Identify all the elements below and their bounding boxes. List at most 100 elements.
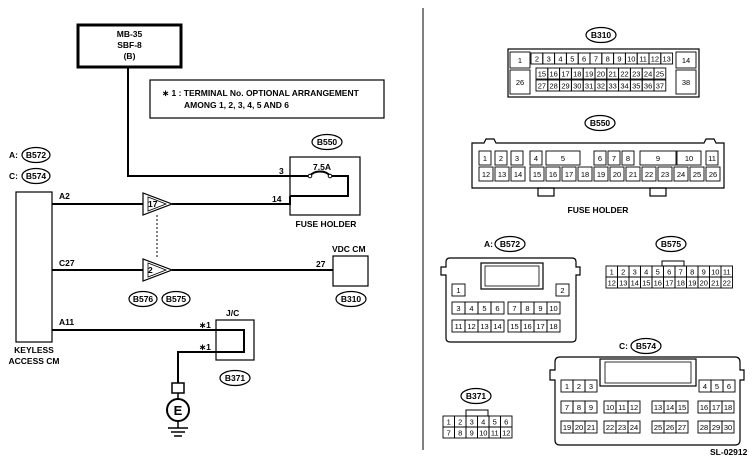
b371-pin-2: 2 <box>458 418 462 427</box>
b371-pin-9: 9 <box>470 429 474 438</box>
b550-pin-7-cell <box>607 150 621 166</box>
jc-bus <box>216 329 245 353</box>
b310-pin-26: 26 <box>516 78 524 87</box>
b550-label: FUSE HOLDER <box>568 205 629 215</box>
b550-pin-21-cell <box>625 166 641 182</box>
b550-pin-9-cell <box>639 150 677 166</box>
b572-pin-18: 18 <box>549 322 557 331</box>
fuse-pin-in: 3 <box>279 166 284 176</box>
b574-pin-14: 14 <box>666 403 674 412</box>
b572-pin-17: 17 <box>536 322 544 331</box>
b574-pin-5: 5 <box>715 382 719 391</box>
b572-pin-6: 6 <box>495 304 499 313</box>
b550-pin-2: 2 <box>499 154 503 163</box>
b574-pin-30-cell <box>721 420 735 434</box>
b310-pin-33: 33 <box>609 82 617 91</box>
b371-key <box>465 409 489 417</box>
b550-pin-20: 20 <box>613 170 621 179</box>
b572-pin-18-cell <box>546 319 561 333</box>
b550-pin-9: 9 <box>656 154 660 163</box>
b575-key <box>661 260 685 267</box>
b574-pin-11: 11 <box>618 403 626 412</box>
b550-pin-23-cell <box>657 166 673 182</box>
source-line1: MB-35 <box>117 29 143 39</box>
b575-pin-4: 4 <box>644 268 648 277</box>
b574-pin-25: 25 <box>654 423 662 432</box>
b310-pin-26-cell <box>509 69 531 95</box>
b572-pin-10-cell <box>546 301 561 315</box>
fuse-rating: 7.5A <box>313 162 331 172</box>
fuse-pin-out: 14 <box>272 194 282 204</box>
b310-pin-32: 32 <box>597 82 605 91</box>
b310-pin-20: 20 <box>597 70 605 79</box>
b572-pin-2: 2 <box>560 286 564 295</box>
b310-pin-27: 27 <box>538 82 546 91</box>
b574-pin-27: 27 <box>678 423 686 432</box>
b371-pin-12-cell <box>500 426 513 439</box>
b574-pin-20: 20 <box>575 423 583 432</box>
b575-pin-17: 17 <box>665 279 673 288</box>
source-box <box>76 23 183 69</box>
b574-pin-15: 15 <box>678 403 686 412</box>
fuse-holder-label: FUSE HOLDER <box>296 219 357 229</box>
b550-pin-4-cell <box>529 150 543 166</box>
b575-pin-9: 9 <box>702 268 706 277</box>
conn-badge-b371-text: B371 <box>466 391 487 401</box>
b574-pin-13: 13 <box>654 403 662 412</box>
b575-pin-13: 13 <box>619 279 627 288</box>
b371-pin-1: 1 <box>447 418 451 427</box>
b574-prefix: C: <box>619 341 628 351</box>
b310-pin-13: 13 <box>663 55 671 64</box>
b550-pin-14-cell <box>510 166 526 182</box>
b310-pin-14-cell <box>675 51 697 69</box>
b371-pin-7: 7 <box>447 429 451 438</box>
b550-pin-16-cell <box>545 166 561 182</box>
note-line2: AMONG 1, 2, 3, 4, 5 AND 6 <box>184 100 289 110</box>
joint-2-inner <box>147 262 168 278</box>
b574-pin-10: 10 <box>606 403 614 412</box>
conn-badge-b572 <box>21 146 51 164</box>
b371-pin-11: 11 <box>491 429 499 438</box>
conn-prefix-c: C: <box>9 171 18 181</box>
conn-badge-b572-right <box>494 235 526 253</box>
b550-pin-5: 5 <box>561 154 565 163</box>
b550-pin-26: 26 <box>709 170 717 179</box>
b574-pin-19: 19 <box>563 423 571 432</box>
b550-pin-12-cell <box>478 166 494 182</box>
b550-pin-11-cell <box>705 150 719 166</box>
b572-body <box>440 257 581 343</box>
conn-prefix-a: A: <box>9 150 18 160</box>
conn-badge-b550-right <box>584 114 616 132</box>
b572-pin-6-cell <box>490 301 505 315</box>
b310-pin-25: 25 <box>656 70 664 79</box>
b575-pin-16: 16 <box>654 279 662 288</box>
b575-pin-20: 20 <box>700 279 708 288</box>
diagram-code: SL-02912 <box>710 447 748 457</box>
conn-badge-b371-left-text: B371 <box>225 373 246 383</box>
keyless-label-2: ACCESS CM <box>8 356 59 366</box>
source-line2: SBF-8 <box>117 40 142 50</box>
keyless-label-1: KEYLESS <box>14 345 54 355</box>
b310-pin-15: 15 <box>538 70 546 79</box>
keyless-cm-box <box>15 191 53 343</box>
b310-pin-4: 4 <box>558 55 562 64</box>
b572-prefix: A: <box>484 239 493 249</box>
b550-pin-12: 12 <box>482 170 490 179</box>
b572-pin-7: 7 <box>512 304 516 313</box>
b371-pin-3: 3 <box>470 418 474 427</box>
b310-pin-37: 37 <box>656 82 664 91</box>
joint-17-number: 17 <box>148 199 158 209</box>
b550-body <box>471 138 725 189</box>
b550-pin-1-cell <box>478 150 492 166</box>
b572-pin-9: 9 <box>538 304 542 313</box>
b572-pin-1-cell <box>451 283 466 297</box>
b310-pin-3: 3 <box>547 55 551 64</box>
jc-label: J/C <box>226 308 239 318</box>
pin-a11: A11 <box>59 317 74 327</box>
b371-pin-8: 8 <box>458 429 462 438</box>
b310-pin-21: 21 <box>609 70 617 79</box>
b550-pin-5-cell <box>545 150 581 166</box>
